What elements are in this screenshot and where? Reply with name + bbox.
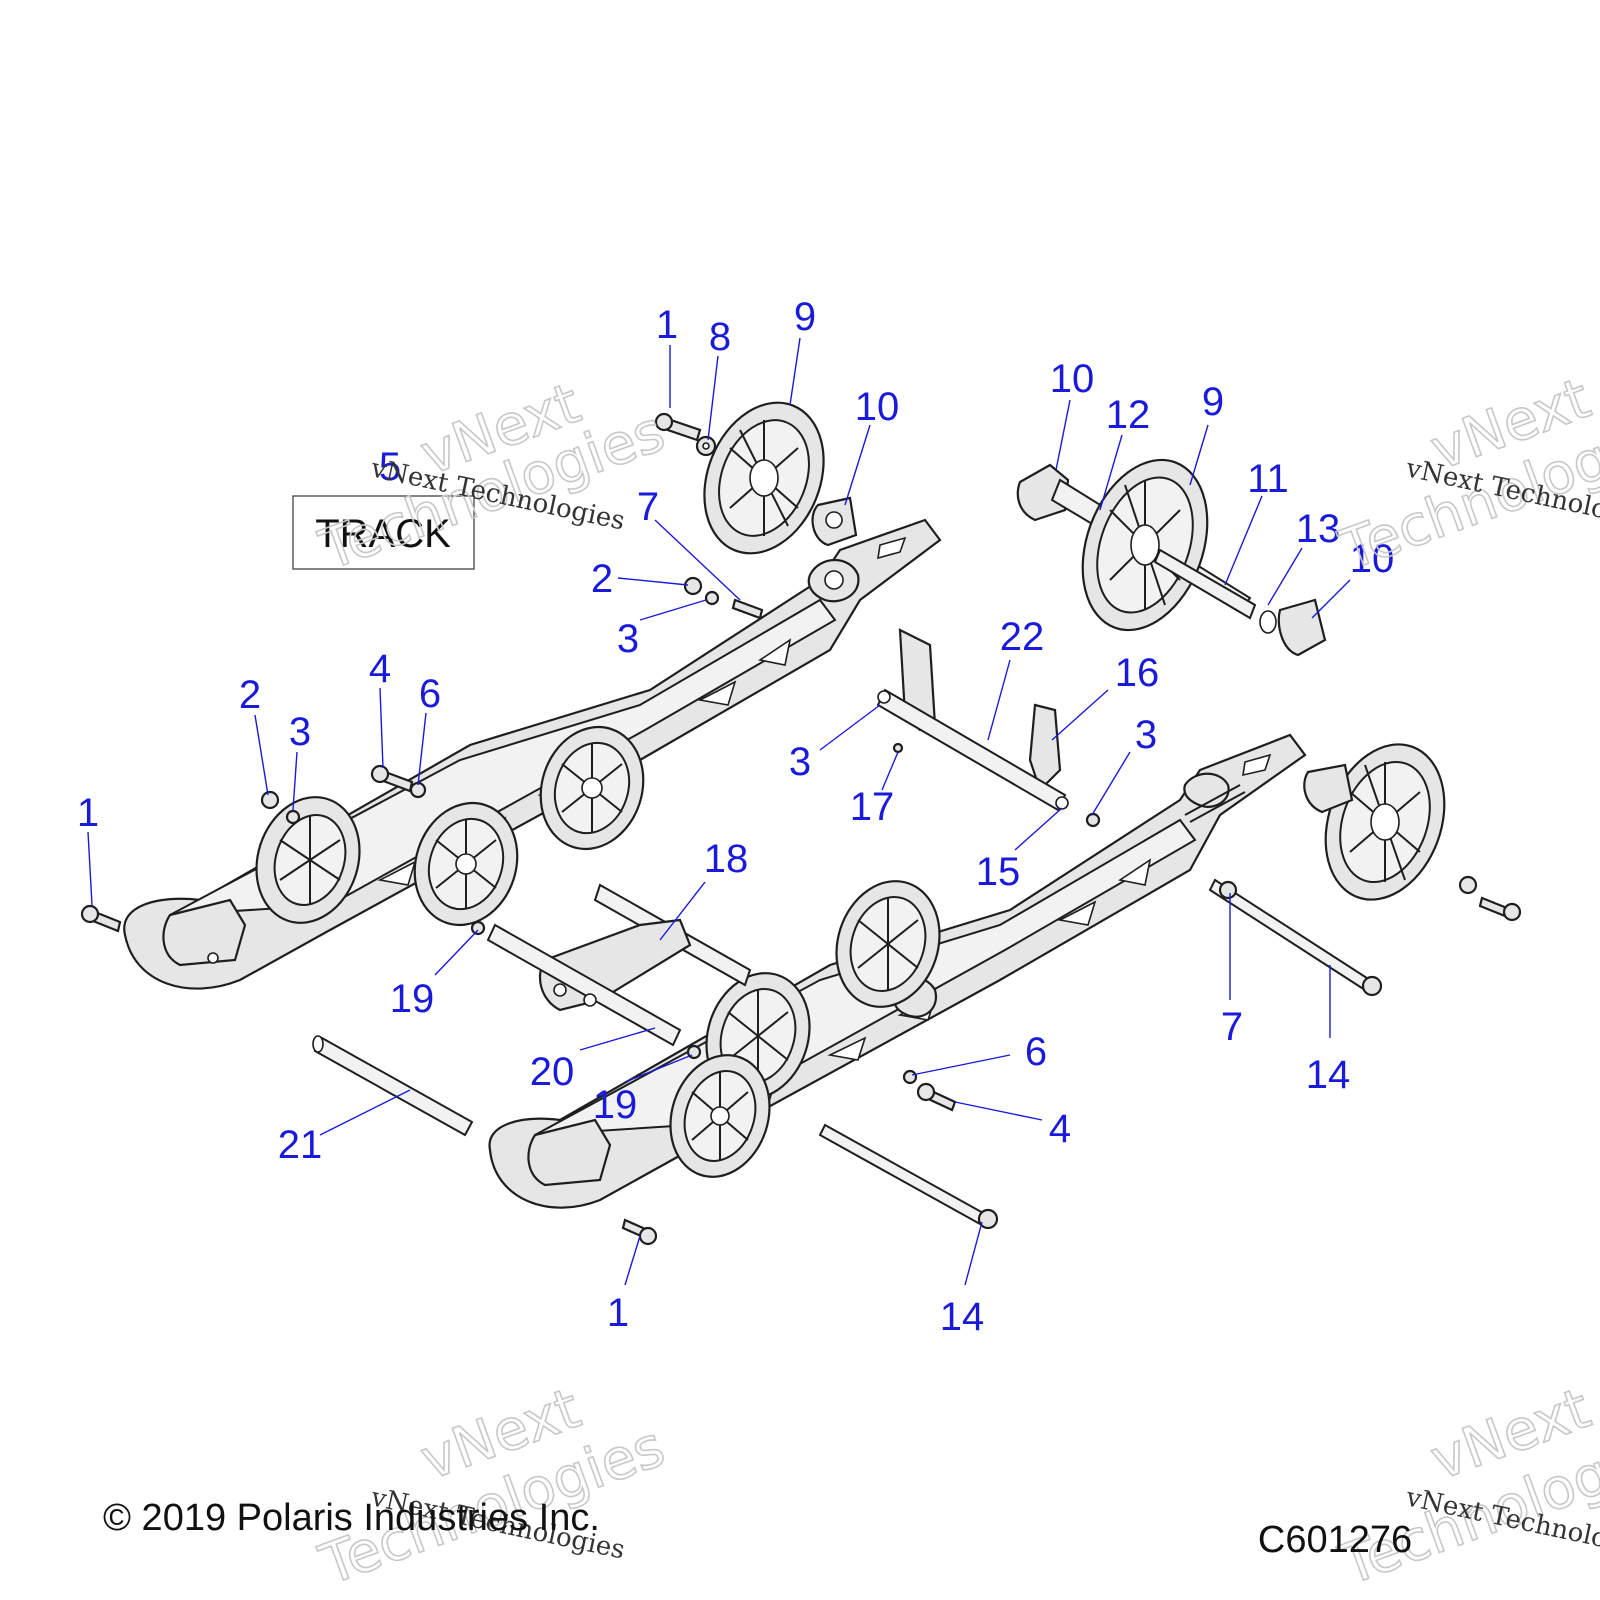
callout-4-left: 4 bbox=[369, 647, 391, 691]
leader-6b bbox=[911, 1054, 1011, 1076]
rear-scissor-arm bbox=[486, 883, 752, 1047]
callout-8: 8 bbox=[709, 315, 731, 359]
callout-2-upper: 2 bbox=[591, 557, 613, 601]
upper-left-wheel-hub bbox=[811, 496, 858, 547]
long-bolt-upper bbox=[1208, 878, 1383, 997]
callout-12: 12 bbox=[1106, 393, 1151, 437]
left-rail-rear-wheel bbox=[255, 796, 361, 924]
callout-labels: 1 8 9 10 5 7 2 3 10 12 9 11 13 10 22 16 … bbox=[77, 295, 1394, 1339]
callout-11: 11 bbox=[1247, 457, 1289, 501]
leader-8 bbox=[707, 355, 719, 441]
right-rail-idler-wheel-1 bbox=[669, 1054, 771, 1178]
fasteners bbox=[80, 412, 1522, 1246]
leader-10b bbox=[1055, 399, 1071, 471]
leader-1c bbox=[624, 1235, 641, 1286]
leader-15 bbox=[1014, 807, 1063, 851]
callout-18: 18 bbox=[704, 837, 749, 881]
leader-7a bbox=[654, 519, 741, 601]
leader-3c bbox=[1091, 751, 1131, 816]
callout-3-torque-left: 3 bbox=[789, 740, 811, 784]
callout-10-upper-left: 10 bbox=[855, 385, 900, 429]
track-label: TRACK bbox=[315, 512, 451, 556]
callout-1-bottom: 1 bbox=[607, 1291, 629, 1335]
callout-13: 13 bbox=[1296, 507, 1341, 551]
leader-17 bbox=[881, 751, 899, 791]
callout-3-torque-right: 3 bbox=[1135, 713, 1157, 757]
leader-19b bbox=[624, 1054, 693, 1083]
callout-9-upper-left: 9 bbox=[794, 295, 816, 339]
callout-1-upper: 1 bbox=[656, 303, 678, 347]
callout-16: 16 bbox=[1115, 651, 1160, 695]
callout-9-axle: 9 bbox=[1202, 380, 1224, 424]
leader-12 bbox=[1099, 434, 1123, 511]
leader-14b bbox=[964, 1221, 983, 1286]
leader-3a bbox=[639, 599, 707, 621]
leader-18 bbox=[659, 881, 706, 941]
callout-15: 15 bbox=[976, 850, 1021, 894]
loose-shaft bbox=[312, 1035, 474, 1137]
callout-17: 17 bbox=[850, 785, 895, 829]
right-exploded-wheel bbox=[1303, 743, 1446, 901]
callout-7-upper: 7 bbox=[637, 485, 659, 529]
leader-10c bbox=[1311, 579, 1351, 619]
callout-6-right: 6 bbox=[1025, 1030, 1047, 1074]
left-rail-idler-wheel-1 bbox=[413, 801, 519, 927]
callout-1-left: 1 bbox=[77, 791, 99, 835]
callout-14-bottom: 14 bbox=[940, 1295, 985, 1339]
leader-11 bbox=[1224, 495, 1263, 586]
leader-16 bbox=[1051, 689, 1109, 741]
leader-2a bbox=[617, 577, 689, 586]
left-slide-rail bbox=[123, 518, 942, 990]
copyright-notice: © 2019 Polaris Industries Inc. bbox=[103, 1497, 600, 1539]
leader-21 bbox=[319, 1089, 411, 1136]
leader-9a bbox=[789, 337, 801, 406]
callout-10-axle-left: 10 bbox=[1050, 357, 1095, 401]
figure-id: C601276 bbox=[1258, 1519, 1412, 1561]
callout-5: 5 bbox=[379, 445, 401, 489]
callout-4-right: 4 bbox=[1049, 1107, 1071, 1151]
callout-10-axle-right: 10 bbox=[1350, 537, 1395, 581]
leader-22 bbox=[987, 659, 1011, 741]
leader-3d bbox=[292, 751, 298, 811]
leader-4b bbox=[954, 1101, 1043, 1121]
callout-6-left: 6 bbox=[419, 672, 441, 716]
callout-3-upper: 3 bbox=[617, 617, 639, 661]
callout-2-left: 2 bbox=[239, 673, 261, 717]
right-rail-idler-wheel-2 bbox=[835, 880, 941, 1008]
callout-19-center: 19 bbox=[593, 1083, 638, 1127]
leader-lines bbox=[87, 337, 1351, 1286]
leader-9b bbox=[1189, 424, 1209, 486]
leader-10a bbox=[844, 424, 871, 506]
callout-22: 22 bbox=[1000, 615, 1045, 659]
callout-14-right: 14 bbox=[1306, 1053, 1351, 1097]
callout-3-left: 3 bbox=[289, 710, 311, 754]
callout-20: 20 bbox=[530, 1050, 575, 1094]
rear-axle-assembly bbox=[1016, 458, 1327, 657]
callout-19-left: 19 bbox=[390, 977, 435, 1021]
leader-20 bbox=[579, 1027, 656, 1051]
callout-7-right: 7 bbox=[1221, 1005, 1243, 1049]
leader-13 bbox=[1267, 547, 1303, 606]
track-reference-box: TRACK bbox=[292, 495, 475, 570]
upper-left-bogie-wheel bbox=[703, 401, 825, 555]
leader-4a bbox=[379, 687, 384, 769]
leader-1b bbox=[87, 831, 93, 906]
leader-3b bbox=[819, 704, 881, 751]
leader-6a bbox=[417, 712, 427, 786]
left-rail-idler-wheel-2 bbox=[539, 725, 645, 851]
front-torque-arm bbox=[876, 628, 1069, 812]
leader-19a bbox=[434, 929, 479, 976]
callout-21: 21 bbox=[278, 1123, 323, 1167]
long-bolt-lower bbox=[818, 1123, 999, 1230]
leader-2b bbox=[254, 714, 269, 796]
